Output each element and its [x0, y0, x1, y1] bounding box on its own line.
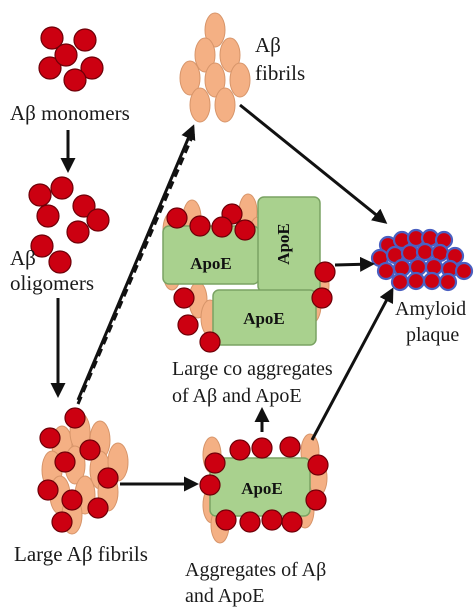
red-monomer [87, 497, 109, 519]
plaque-label-line1: Amyloid [395, 298, 466, 320]
plaque-particle [376, 261, 396, 281]
apoe-label-4: ApoE [241, 479, 283, 498]
red-monomer [54, 451, 76, 473]
fibril-segment [189, 87, 211, 123]
red-monomer [39, 427, 61, 449]
arrow-fibrils-to-plaque [239, 103, 388, 224]
fibril-segment [214, 87, 236, 123]
large-fibrils-cluster [37, 407, 129, 535]
fibril-segment [204, 62, 226, 98]
fibril-segment [204, 12, 226, 48]
red-monomer [279, 436, 301, 458]
fibril-segment [229, 62, 251, 98]
apoe-block-3 [212, 289, 317, 346]
plaque-particle [438, 272, 458, 292]
arrow-large-fibrils-to-fibrils [76, 124, 196, 401]
red-monomer [189, 215, 211, 237]
fibril-segment [179, 60, 201, 96]
red-monomer [54, 43, 78, 67]
apoe-label-2: ApoE [274, 223, 293, 265]
oligomers-label-line2: oligomers [10, 271, 94, 295]
red-monomer [28, 183, 52, 207]
fibrils-label-line1: Aβ [255, 33, 281, 57]
coaggregates-label-line1: Large co aggregates [172, 358, 333, 380]
red-monomer [281, 511, 303, 533]
red-monomer [30, 234, 54, 258]
red-monomer [211, 216, 233, 238]
red-monomer [311, 287, 333, 309]
red-monomer [66, 220, 90, 244]
oligomers-label-line1: Aβ [10, 246, 36, 270]
red-monomer [51, 511, 73, 533]
apoe-label-3: ApoE [243, 309, 285, 328]
coaggregates-cluster: ApoE ApoE ApoE [162, 193, 336, 353]
red-monomer [229, 439, 251, 461]
apoe-label-1: ApoE [190, 254, 232, 273]
fibrils-cluster [179, 12, 251, 123]
plaque-particle [422, 271, 442, 291]
red-monomer [215, 509, 237, 531]
red-monomer [305, 489, 327, 511]
red-monomer [38, 56, 62, 80]
fibril-segment [194, 37, 216, 73]
red-monomer [173, 287, 195, 309]
red-monomer [50, 176, 74, 200]
aggregates-label-line2: and ApoE [185, 585, 264, 607]
red-monomer [61, 489, 83, 511]
red-monomer [97, 467, 119, 489]
red-monomer [177, 314, 199, 336]
arrow-coaggregates-to-plaque [334, 256, 375, 272]
red-monomer [234, 219, 256, 241]
oligomers-cluster [28, 176, 110, 274]
plaque-particle [454, 261, 474, 281]
red-monomer [261, 509, 283, 531]
red-monomer [239, 511, 261, 533]
red-monomer [64, 407, 86, 429]
red-monomer [48, 250, 72, 274]
red-monomer [63, 68, 87, 92]
red-monomer [251, 437, 273, 459]
monomers-label: Aβ monomers [10, 101, 130, 125]
red-monomer [80, 56, 104, 80]
large-fibrils-label: Large Aβ fibrils [14, 542, 148, 566]
plaque-particle [415, 242, 435, 262]
plaque-cluster [370, 228, 474, 292]
red-monomer [72, 194, 96, 218]
plaque-particle [390, 272, 410, 292]
red-monomer [36, 204, 60, 228]
aggregates-label-line1: Aggregates of Aβ [185, 559, 326, 581]
arrow-aggregates-to-plaque [310, 287, 394, 441]
aggregates-cluster: ApoE [199, 433, 329, 544]
red-monomer [307, 454, 329, 476]
red-monomer [199, 331, 221, 353]
fibrils-label-line2: fibrils [255, 61, 305, 85]
plaque-label-line2: plaque [406, 324, 459, 346]
red-monomer [37, 479, 59, 501]
plaque-particle [406, 271, 426, 291]
monomers-cluster [38, 26, 104, 92]
red-monomer [314, 261, 336, 283]
red-monomer [204, 452, 226, 474]
fibril-segment [219, 37, 241, 73]
red-monomer [40, 26, 64, 50]
red-monomer [73, 28, 97, 52]
dashed-link-large-fibrils-to-fibrils [76, 129, 197, 405]
red-monomer [166, 207, 188, 229]
red-monomer [199, 474, 221, 496]
red-monomer [79, 439, 101, 461]
coaggregates-label-line2: of Aβ and ApoE [172, 385, 302, 407]
red-monomer [86, 208, 110, 232]
